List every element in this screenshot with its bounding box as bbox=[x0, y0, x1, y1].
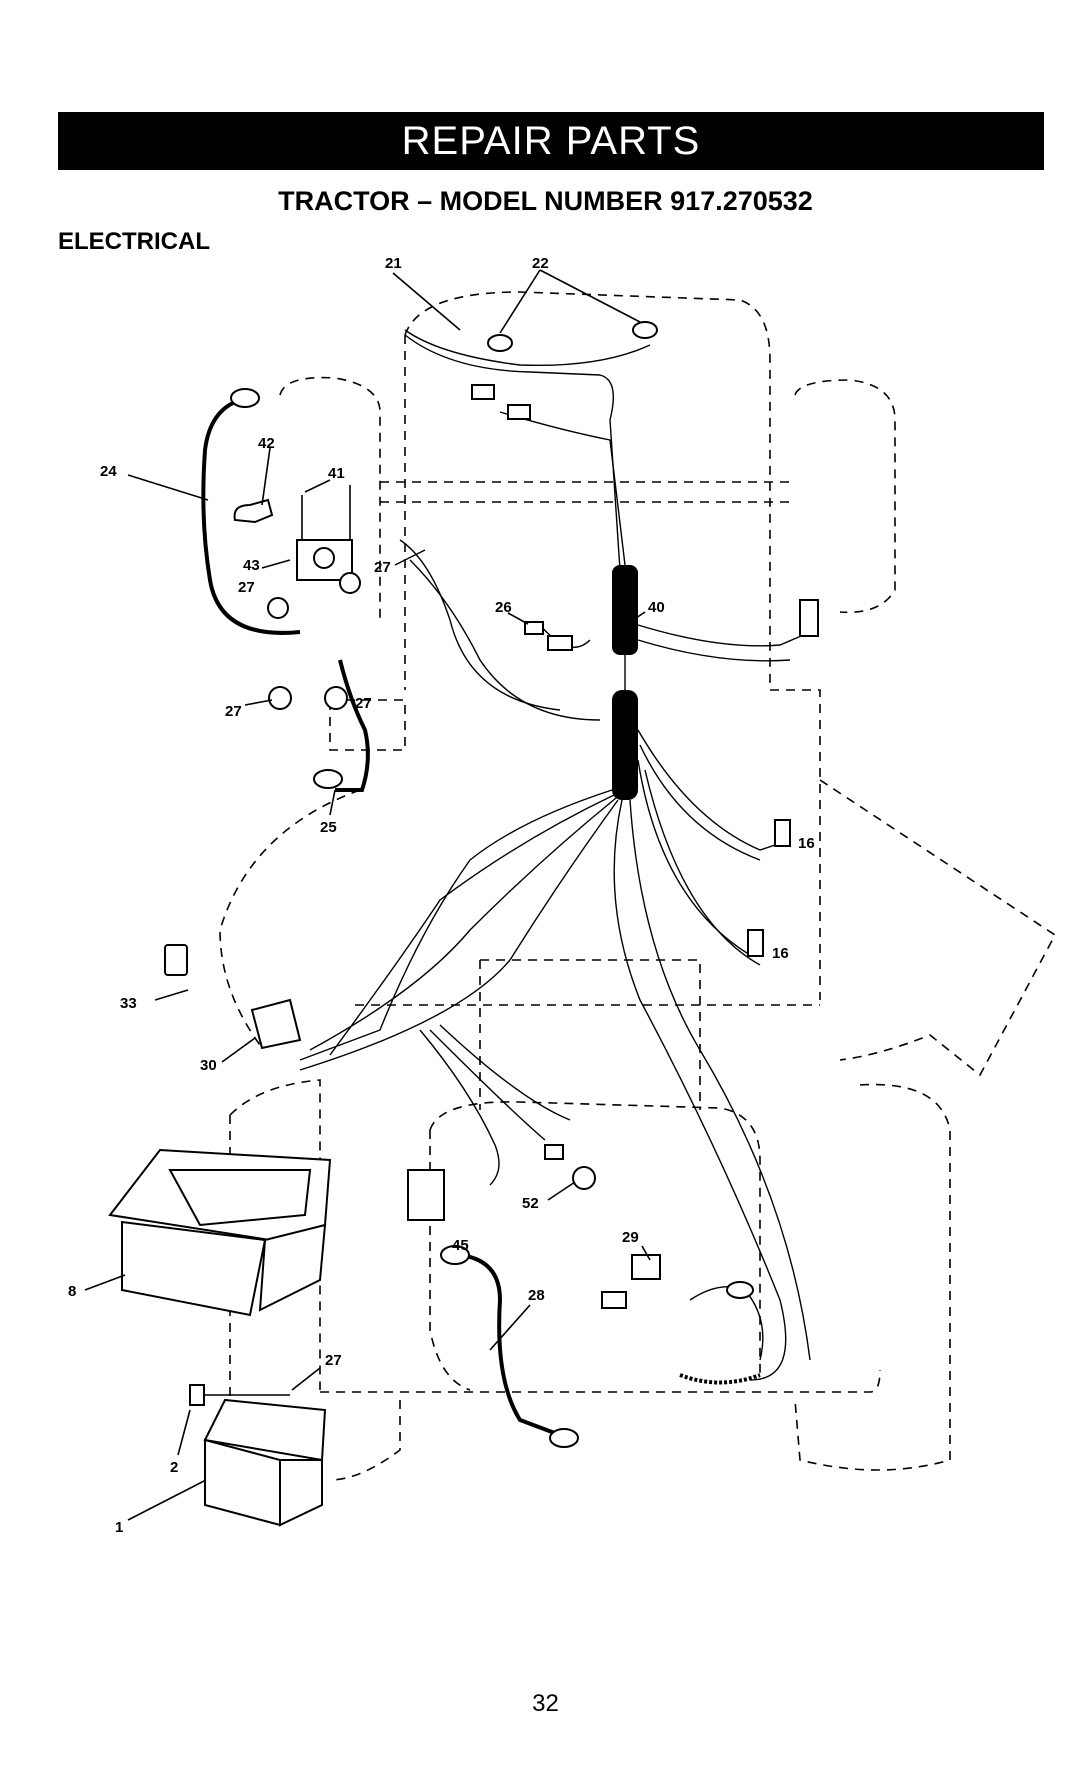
callout-41: 41 bbox=[328, 465, 345, 482]
callout-22: 22 bbox=[532, 255, 549, 272]
callout-27-e: 27 bbox=[325, 1352, 342, 1369]
callout-30: 30 bbox=[200, 1057, 217, 1074]
callout-52: 52 bbox=[522, 1195, 539, 1212]
callout-labels: 21 22 24 42 41 43 27 27 27 27 26 40 25 1… bbox=[68, 255, 815, 1536]
callout-1: 1 bbox=[115, 1519, 123, 1536]
callout-40: 40 bbox=[648, 599, 665, 616]
wiring-harness bbox=[300, 330, 815, 1380]
callout-16-b: 16 bbox=[772, 945, 789, 962]
tractor-outline bbox=[220, 292, 1055, 1480]
callout-27-a: 27 bbox=[238, 579, 255, 596]
leader-lines bbox=[85, 270, 650, 1520]
callout-2: 2 bbox=[170, 1459, 178, 1476]
callout-16-a: 16 bbox=[798, 835, 815, 852]
callout-8: 8 bbox=[68, 1283, 76, 1300]
callout-25: 25 bbox=[320, 819, 337, 836]
callout-27-c: 27 bbox=[225, 703, 242, 720]
callout-29: 29 bbox=[622, 1229, 639, 1246]
callout-45: 45 bbox=[452, 1237, 469, 1254]
callout-33: 33 bbox=[120, 995, 137, 1012]
callout-28: 28 bbox=[528, 1287, 545, 1304]
callout-27-b: 27 bbox=[374, 559, 391, 576]
callout-21: 21 bbox=[385, 255, 402, 272]
callout-24: 24 bbox=[100, 463, 117, 480]
callout-42: 42 bbox=[258, 435, 275, 452]
callout-43: 43 bbox=[243, 557, 260, 574]
page-number: 32 bbox=[0, 1690, 1091, 1718]
callout-27-d: 27 bbox=[355, 695, 372, 712]
callout-26: 26 bbox=[495, 599, 512, 616]
